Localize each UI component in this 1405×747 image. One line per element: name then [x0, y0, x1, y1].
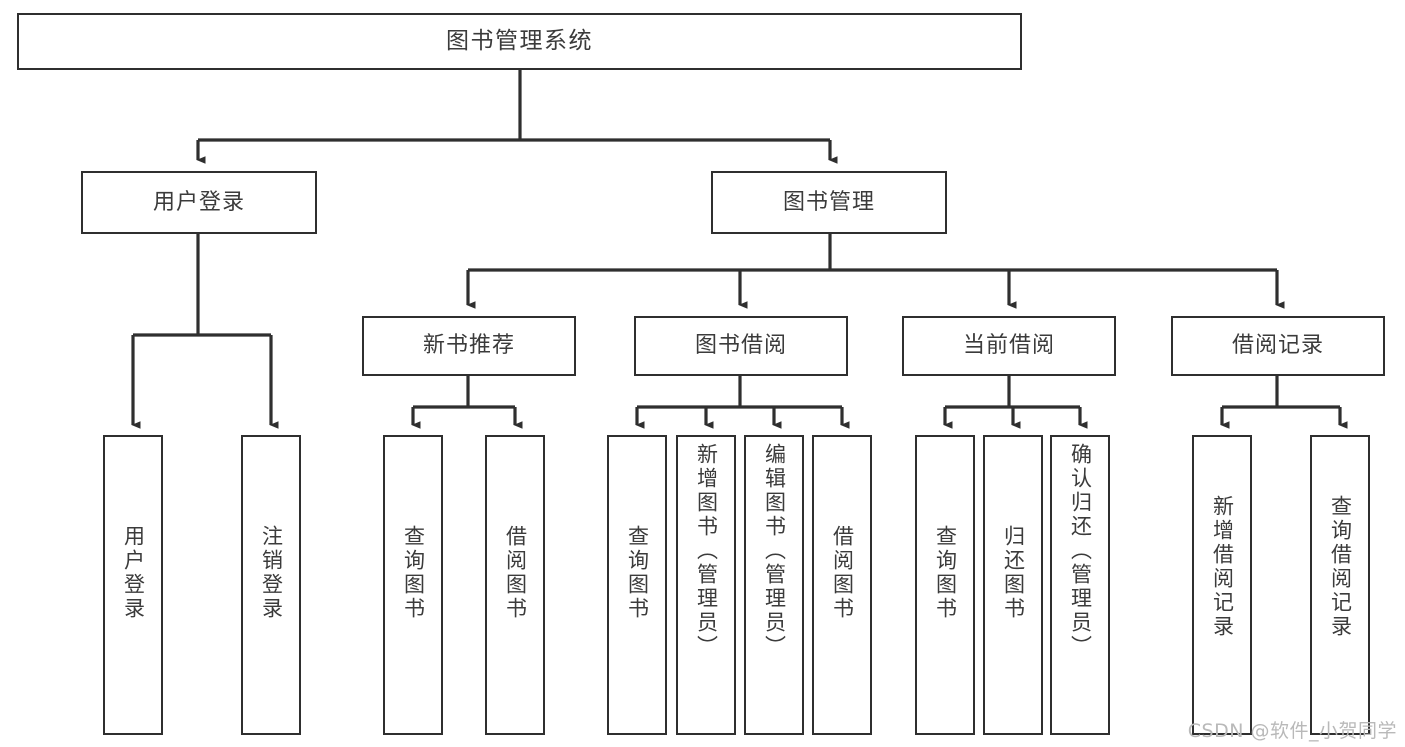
node-new-book-recommend[interactable]: 新书推荐: [362, 316, 576, 376]
node-root[interactable]: 图书管理系统: [17, 13, 1022, 70]
node-leaf-borrow-book-1-label: 借阅图书: [503, 525, 528, 621]
node-leaf-borrow-book-1[interactable]: 借阅图书: [485, 435, 545, 735]
node-leaf-confirm-return-label: 确认归还（管理员）: [1068, 443, 1093, 659]
node-leaf-add-record-label: 新增借阅记录: [1210, 495, 1235, 639]
node-user-login[interactable]: 用户登录: [81, 171, 317, 234]
node-leaf-borrow-book-2[interactable]: 借阅图书: [812, 435, 872, 735]
node-user-login-label: 用户登录: [152, 189, 245, 215]
node-book-management-label: 图书管理: [782, 189, 875, 215]
node-book-management[interactable]: 图书管理: [711, 171, 947, 234]
node-leaf-logout-login-label: 注销登录: [259, 525, 284, 621]
node-new-book-recommend-label: 新书推荐: [422, 333, 515, 359]
node-borrow-record-label: 借阅记录: [1231, 333, 1324, 359]
node-leaf-logout-login[interactable]: 注销登录: [241, 435, 301, 735]
node-leaf-user-login[interactable]: 用户登录: [103, 435, 163, 735]
node-leaf-edit-book-label: 编辑图书（管理员）: [762, 443, 787, 659]
node-leaf-edit-book[interactable]: 编辑图书（管理员）: [744, 435, 804, 735]
node-leaf-query-record-label: 查询借阅记录: [1328, 495, 1353, 639]
node-leaf-query-record[interactable]: 查询借阅记录: [1310, 435, 1370, 735]
node-current-borrow-label: 当前借阅: [962, 333, 1055, 359]
node-leaf-add-record[interactable]: 新增借阅记录: [1192, 435, 1252, 735]
node-book-borrow-label: 图书借阅: [694, 333, 787, 359]
node-leaf-user-login-label: 用户登录: [121, 525, 146, 621]
node-leaf-return-book[interactable]: 归还图书: [983, 435, 1043, 735]
node-leaf-add-book-label: 新增图书（管理员）: [694, 443, 719, 659]
node-borrow-record[interactable]: 借阅记录: [1171, 316, 1385, 376]
node-leaf-query-book-3[interactable]: 查询图书: [915, 435, 975, 735]
node-leaf-query-book-1-label: 查询图书: [401, 525, 426, 621]
csdn-watermark: CSDN @软件_小贺同学: [1187, 720, 1397, 742]
node-leaf-confirm-return[interactable]: 确认归还（管理员）: [1050, 435, 1110, 735]
node-book-borrow[interactable]: 图书借阅: [634, 316, 848, 376]
node-leaf-return-book-label: 归还图书: [1001, 525, 1026, 621]
node-leaf-query-book-2-label: 查询图书: [625, 525, 650, 621]
node-leaf-query-book-1[interactable]: 查询图书: [383, 435, 443, 735]
node-root-label: 图书管理系统: [446, 27, 593, 54]
node-leaf-query-book-2[interactable]: 查询图书: [607, 435, 667, 735]
node-leaf-add-book[interactable]: 新增图书（管理员）: [676, 435, 736, 735]
node-leaf-query-book-3-label: 查询图书: [933, 525, 958, 621]
node-leaf-borrow-book-2-label: 借阅图书: [830, 525, 855, 621]
node-current-borrow[interactable]: 当前借阅: [902, 316, 1116, 376]
